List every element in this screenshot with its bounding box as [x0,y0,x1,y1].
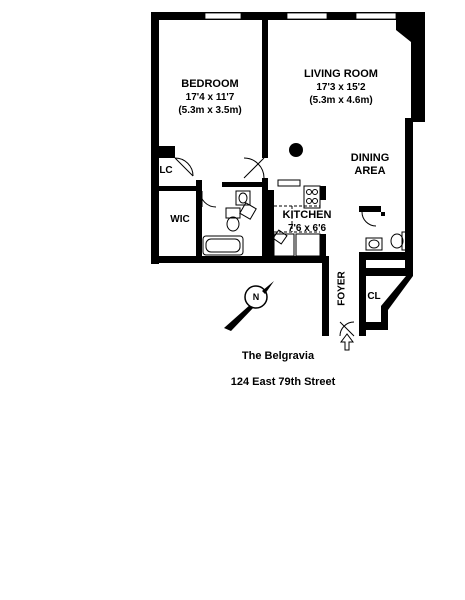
label-lc: LC [159,165,173,176]
window-bedroom [204,12,242,20]
label-kitchen: KITCHEN 7'6 x 6'6 [282,209,332,235]
stove [303,185,321,209]
label-living-room: LIVING ROOM 17'3 x 15'2 (5.3m x 4.6m) [298,68,384,107]
wall-bath-top [222,182,262,187]
label-dining-area: DINING AREA [345,152,395,178]
living-name: LIVING ROOM [304,68,378,80]
bedroom-dim-ft: 17'4 x 11'7 [185,92,235,103]
wall-left [151,12,159,264]
label-bedroom: BEDROOM 17'4 x 11'7 (5.3m x 3.5m) [168,78,252,117]
compass-letter: N [252,292,260,302]
wall-top [151,12,413,20]
wall-cl [366,268,413,330]
wall-bath2-bottom [359,252,411,260]
wall-bath2-top [359,206,381,212]
wall-partition [262,20,268,158]
wall-kitchen-right [320,234,326,260]
kitchen-counter-top [277,179,301,187]
label-cl: CL [367,291,381,302]
wall-lc-bottom [151,186,199,191]
label-foyer: FOYER [336,271,348,306]
door-lc [174,157,194,177]
wall-kitchen-left [268,190,274,256]
kitchen-name: KITCHEN [282,209,332,221]
building-name: The Belgravia [241,350,315,362]
wall-partition-lower [262,178,268,260]
toilet-2 [390,233,404,249]
wall-column-right [396,12,425,122]
living-dim-ft: 17'3 x 15'2 [316,82,366,93]
door-wic [199,190,217,208]
window-living-2 [355,12,397,20]
bathtub [202,235,244,256]
fridge [273,233,295,257]
wall-right [405,118,413,268]
kitchen-sink [295,233,321,257]
toilet [226,216,240,232]
living-dim-m: (5.3m x 4.6m) [309,95,373,106]
wall-bottom [151,256,328,263]
label-wic: WIC [170,214,190,225]
wall-kitchen-right-top [320,186,326,200]
bedroom-name: BEDROOM [181,78,239,90]
bedroom-dim-m: (5.3m x 3.5m) [178,105,242,116]
wall-bath-left [196,180,202,260]
north-arrow-icon [224,281,274,331]
entry-arrow-icon [340,333,354,351]
wall-bath2-stub [381,212,385,216]
sink-2 [365,237,383,251]
column [289,143,303,157]
dining-line2: AREA [354,165,386,177]
wall-foyer-right [359,258,366,336]
wall-lc-top [151,146,175,158]
sink [235,190,251,206]
wall-foyer-left [322,256,329,336]
window-living-1 [286,12,328,20]
door-bath2 [361,211,377,227]
kitchen-dim-ft: 7'6 x 6'6 [287,223,327,234]
building-address: 124 East 79th Street [230,376,336,388]
dining-line1: DINING [350,152,390,164]
